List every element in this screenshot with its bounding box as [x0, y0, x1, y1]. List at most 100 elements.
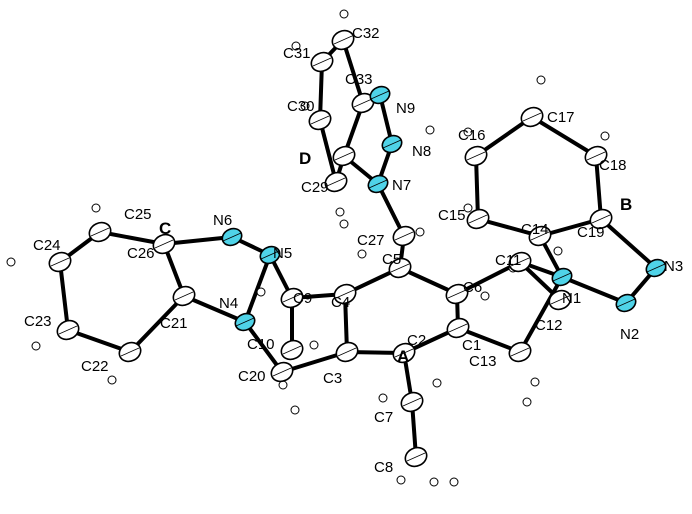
hydrogen-bonds-layer [6, 9, 610, 487]
atom-label-c15: C15 [438, 207, 466, 224]
atom-label-c19: C19 [577, 224, 605, 241]
atom-label-c14: C14 [521, 221, 549, 238]
ellipsoid-axis [586, 151, 606, 161]
hydrogen-atom [425, 125, 435, 135]
atom-label-n1: N1 [562, 290, 581, 307]
ellipsoid-axis [120, 347, 140, 357]
hydrogen-atom [429, 477, 439, 487]
bond-c20-n4 [243, 320, 284, 374]
atom-label-n2: N2 [620, 326, 639, 343]
ellipsoid-axis [235, 317, 255, 327]
bond-c18-c19 [594, 154, 603, 221]
hydrogen-atom [256, 287, 266, 297]
hydrogen-atom [432, 378, 442, 388]
bond-c13-n1 [518, 275, 564, 354]
atom-label-c3: C3 [323, 370, 342, 387]
ring-label-c: C [159, 219, 171, 238]
atom-label-n9: N9 [396, 100, 415, 117]
hydrogen-atom [463, 203, 473, 213]
atom-label-c8: C8 [374, 459, 393, 476]
bond-c17-c18 [530, 115, 598, 158]
ellipsoid-axis [522, 112, 542, 122]
hydrogen-atom [396, 475, 406, 485]
atom-label-n8: N8 [412, 143, 431, 160]
ellipsoid-axis [174, 291, 194, 301]
hydrogen-atom [357, 249, 367, 259]
atom-label-n6: N6 [213, 212, 232, 229]
hydrogen-atom [463, 127, 473, 137]
hydrogen-atom [309, 340, 319, 350]
ellipsoid-axis [550, 295, 570, 305]
atom-label-n7: N7 [392, 177, 411, 194]
ellipsoid-axis [260, 250, 280, 260]
ellipsoid-axis [447, 289, 467, 299]
atom-label-n5: N5 [273, 245, 292, 262]
ellipsoid-axis [90, 227, 110, 237]
ellipsoid-axis [312, 57, 332, 67]
ellipsoid-axis [510, 347, 530, 357]
hydrogen-atom [536, 75, 546, 85]
atom-label-c24: C24 [33, 237, 61, 254]
atom-label-c5: C5 [382, 251, 401, 268]
atom-label-c21: C21 [160, 315, 188, 332]
ellipsoid-axis [530, 231, 550, 241]
ellipsoid-axis [353, 98, 373, 108]
ellipsoid-axis [334, 151, 354, 161]
ellipsoid-axis [406, 452, 426, 462]
atom-label-c7: C7 [374, 409, 393, 426]
ellipsoid-axis [646, 263, 666, 273]
ring-labels-layer: A B C D [159, 149, 632, 366]
hydrogen-atom [530, 377, 540, 387]
atom-label-c20: C20 [238, 368, 266, 385]
labels-layer: C1C2C3C4C5C6C7C8C9C10C11C12C13C14C15C16C… [24, 25, 683, 476]
hydrogen-atom [449, 477, 459, 487]
atom-label-c33: C33 [345, 71, 373, 88]
bond-c21-c22 [128, 294, 186, 354]
ellipsoid-axis [335, 289, 355, 299]
atom-label-c31: C31 [283, 45, 311, 62]
ellipsoid-axis [390, 263, 410, 273]
ellipsoid-axis [310, 115, 330, 125]
hydrogen-atom [290, 405, 300, 415]
hydrogen-atom [91, 203, 101, 213]
atom-label-c25: C25 [124, 206, 152, 223]
atom-label-c18: C18 [599, 157, 627, 174]
atom-label-c9: C9 [293, 290, 312, 307]
ring-label-b: B [620, 195, 632, 214]
bond-c21-n4 [182, 294, 247, 324]
hydrogen-atom [291, 41, 301, 51]
atom-label-c22: C22 [81, 358, 109, 375]
ellipsoid-axis [282, 345, 302, 355]
ellipsoid-axis [333, 35, 353, 45]
atom-label-c32: C32 [352, 25, 380, 42]
ellipsoid-axis [50, 257, 70, 267]
atom-label-c16: C16 [458, 127, 486, 144]
atom-label-c17: C17 [547, 109, 575, 126]
atom-label-c30: C30 [287, 98, 315, 115]
bond-c15-c16 [474, 154, 480, 221]
hydrogen-atom [600, 131, 610, 141]
ellipsoid-axis [468, 214, 488, 224]
atom-label-n4: N4 [219, 295, 238, 312]
ellipsoid-axis [58, 325, 78, 335]
hydrogen-atom [415, 227, 425, 237]
hydrogen-atom [339, 9, 349, 19]
atom-label-c23: C23 [24, 313, 52, 330]
ellipsoid-axis [272, 367, 292, 377]
ellipsoid-axis [616, 298, 636, 308]
atom-label-c29: C29 [301, 179, 329, 196]
ellipsoid-axis [552, 272, 572, 282]
ellipsoid-axis [154, 239, 174, 249]
bond-c22-c23 [66, 328, 132, 354]
atom-label-c6: C6 [463, 279, 482, 296]
atom-label-c2: C2 [407, 332, 426, 349]
atom-label-c4: C4 [331, 294, 350, 311]
hydrogen-atom [339, 219, 349, 229]
atom-label-c27: C27 [357, 232, 385, 249]
bond-c1-c13 [456, 326, 522, 354]
hydrogen-atom [480, 291, 490, 301]
atom-label-n3: N3 [664, 258, 683, 275]
hydrogen-atom [522, 397, 532, 407]
bond-c32-c33 [341, 38, 365, 105]
ellipsoid-axis [370, 90, 390, 100]
